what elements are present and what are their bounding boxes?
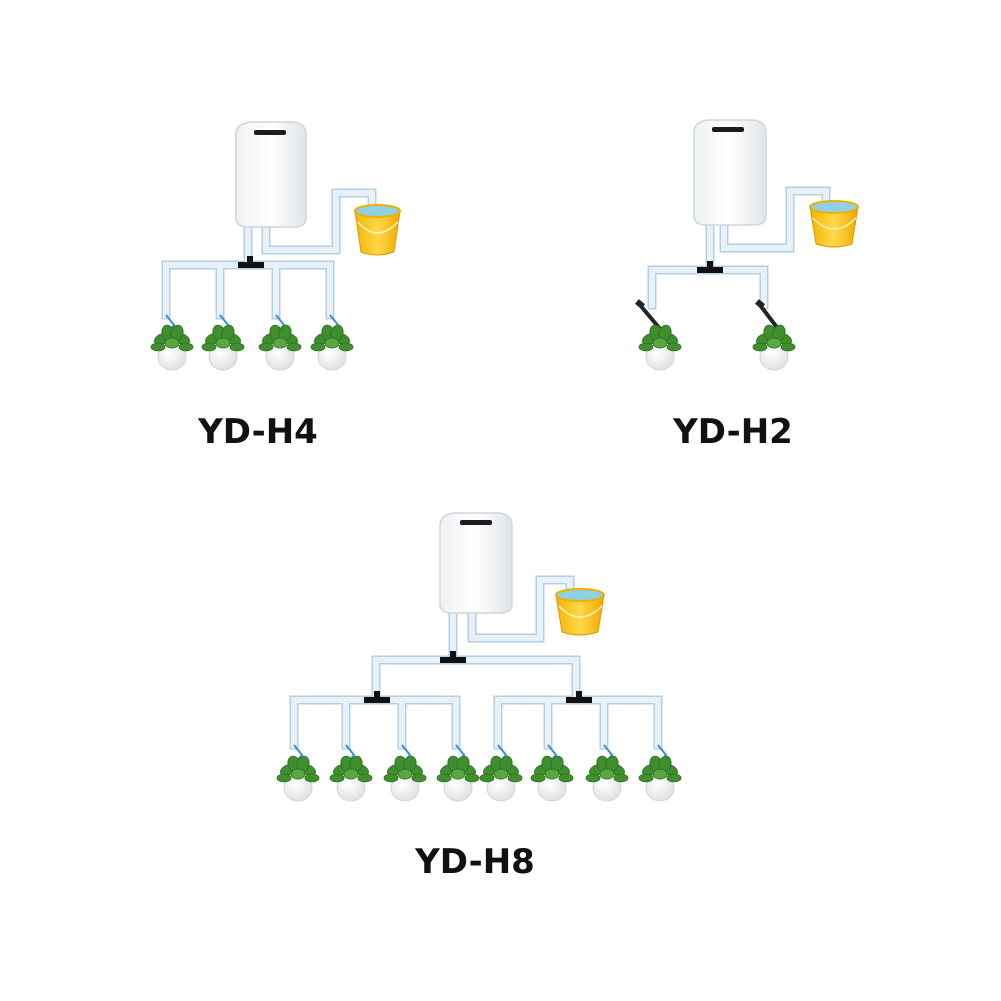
potted-plant-icon [150, 324, 194, 371]
water-bucket-icon [555, 588, 605, 636]
kit-yd-h2 [635, 119, 859, 371]
potted-plants [276, 755, 682, 802]
pump-unit-icon [439, 512, 513, 614]
potted-plant-icon [383, 755, 427, 802]
tee-connector-icon [697, 261, 723, 273]
kit-yd-h4 [150, 121, 401, 371]
tee-connector-icon [238, 256, 264, 268]
potted-plant-icon [638, 755, 682, 802]
potted-plant-icon [201, 324, 245, 371]
pump-unit-icon [235, 121, 307, 228]
model-label-yd-h4: YD-H4 [198, 412, 318, 452]
potted-plant-icon [329, 755, 373, 802]
potted-plant-icon [258, 324, 302, 371]
potted-plant-icon [310, 324, 354, 371]
potted-plant-icon [585, 755, 629, 802]
water-bucket-icon [809, 200, 859, 248]
potted-plant-icon [752, 324, 796, 371]
potted-plant-icon [530, 755, 574, 802]
water-bucket-icon [354, 204, 401, 256]
potted-plant-icon [638, 324, 682, 371]
potted-plants [638, 324, 796, 371]
pump-unit-icon [693, 119, 767, 226]
model-label-yd-h2: YD-H2 [673, 412, 793, 452]
tee-connector-icon [440, 651, 466, 663]
model-label-yd-h8: YD-H8 [415, 842, 535, 882]
potted-plant-icon [436, 755, 480, 802]
potted-plant-icon [276, 755, 320, 802]
tee-connector-icon [566, 691, 592, 703]
drip-lines [165, 314, 340, 336]
potted-plant-icon [479, 755, 523, 802]
kit-yd-h8 [276, 512, 682, 802]
potted-plants [150, 324, 354, 371]
tee-connector-icon [364, 691, 390, 703]
